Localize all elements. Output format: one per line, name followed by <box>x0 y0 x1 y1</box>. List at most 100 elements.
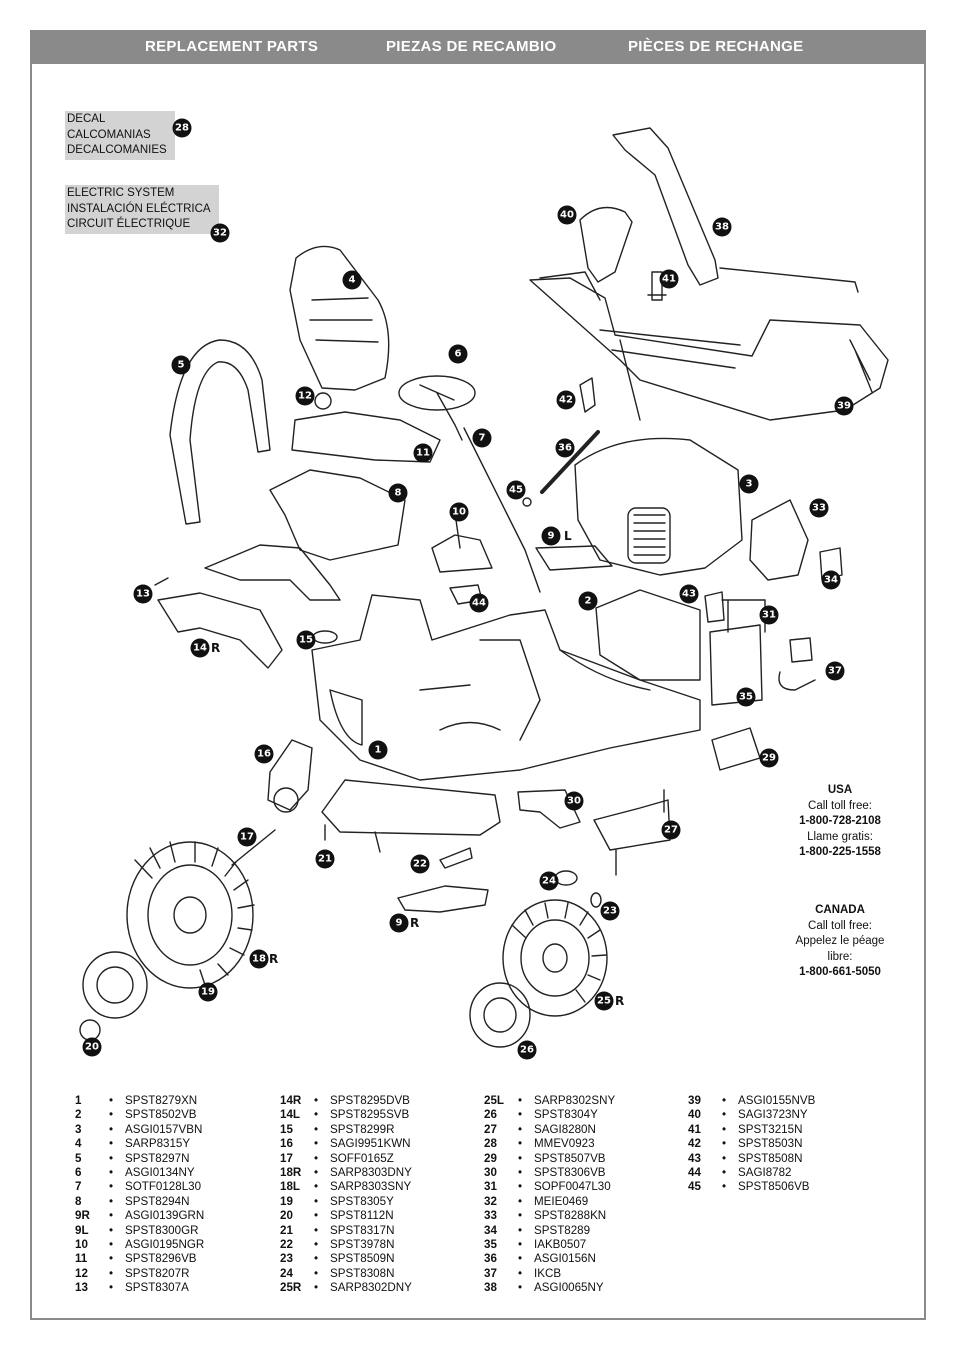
svg-text:39: 39 <box>837 401 851 412</box>
callout-40: 40 <box>557 205 577 225</box>
part-number: 35 <box>484 1238 497 1252</box>
part-3-hood <box>574 437 743 576</box>
part-number: 44 <box>688 1166 701 1180</box>
bullet: • <box>109 1166 114 1180</box>
part-19-hubcap <box>82 951 148 1019</box>
svg-text:42: 42 <box>559 395 573 406</box>
part-number: 14R <box>280 1094 302 1107</box>
part-number: 32 <box>484 1194 497 1208</box>
parts-list-row: 18L•SARP8303SNY <box>280 1180 412 1194</box>
bullet: • <box>314 1094 319 1107</box>
bullet: • <box>109 1122 114 1136</box>
bullet: • <box>722 1137 727 1151</box>
parts-list-row: 15•SPST8299R <box>280 1123 412 1137</box>
part-code: SOFF0165Z <box>330 1151 394 1165</box>
part-number: 18L <box>280 1180 300 1194</box>
callout-23: 23 <box>600 901 620 921</box>
callout-17: 17 <box>237 827 257 847</box>
bullet: • <box>109 1108 114 1122</box>
part-number: 31 <box>484 1180 497 1194</box>
bullet: • <box>314 1137 319 1151</box>
part-code: SPST8297N <box>125 1151 190 1165</box>
svg-text:12: 12 <box>298 391 312 402</box>
bullet: • <box>518 1266 523 1280</box>
bullet: • <box>109 1151 114 1165</box>
part-number: 23 <box>280 1252 293 1266</box>
parts-list-row: 24•SPST8308N <box>280 1267 412 1281</box>
electric-label-en: ELECTRIC SYSTEM <box>67 187 175 199</box>
callout-36: 36 <box>555 438 575 458</box>
bullet: • <box>314 1223 319 1237</box>
svg-text:29: 29 <box>762 753 776 764</box>
bullet: • <box>518 1151 523 1165</box>
part-code: SPST8304Y <box>534 1108 598 1122</box>
part-number: 16 <box>280 1137 293 1151</box>
part-39-trailer <box>529 277 889 421</box>
svg-text:R: R <box>211 641 220 655</box>
contact-canada: CANADA Call toll free: Appelez le péage … <box>770 903 910 981</box>
svg-text:34: 34 <box>824 575 838 586</box>
part-26-hubcap <box>469 982 531 1048</box>
svg-text:22: 22 <box>413 859 427 870</box>
part-number: 34 <box>484 1223 497 1237</box>
svg-text:R: R <box>269 952 278 966</box>
callout-1: 1 <box>368 740 388 760</box>
contact-usa-phone2: 1-800-225-1558 <box>799 846 881 858</box>
parts-list-row: 45•SPST8506VB <box>688 1180 815 1194</box>
part-code: SAGI8280N <box>534 1122 596 1136</box>
svg-text:2: 2 <box>585 596 592 607</box>
parts-list-row: 38•ASGI0065NY <box>484 1281 615 1295</box>
bullet: • <box>314 1266 319 1280</box>
bullet: • <box>518 1108 523 1122</box>
part-number: 9R <box>75 1209 90 1223</box>
callout-42: 42 <box>556 390 576 410</box>
part-code: ASGI0065NY <box>534 1281 604 1295</box>
svg-text:26: 26 <box>520 1045 534 1056</box>
callout-30: 30 <box>564 791 584 811</box>
parts-list-row: 12•SPST8207R <box>75 1267 204 1281</box>
part-number: 45 <box>688 1180 701 1194</box>
part-code: ASGI0134NY <box>125 1166 195 1180</box>
svg-text:19: 19 <box>201 987 215 998</box>
svg-text:5: 5 <box>178 360 185 371</box>
part-number: 5 <box>75 1151 82 1165</box>
electric-label-es: INSTALACIÓN ELÉCTRICA <box>67 202 211 215</box>
part-code: SARP8302SNY <box>534 1094 616 1107</box>
callout-39: 39 <box>834 396 854 416</box>
part-code: SPST3215N <box>738 1122 803 1136</box>
callout-21: 21 <box>315 849 335 869</box>
part-number: 26 <box>484 1108 497 1122</box>
bullet: • <box>518 1137 523 1151</box>
contact-usa: USA Call toll free: 1-800-728-2108 Llame… <box>770 783 910 861</box>
bullet: • <box>722 1180 727 1194</box>
part-38-handle <box>612 127 719 286</box>
part-number: 37 <box>484 1266 497 1280</box>
parts-list-row: 1•SPST8279XN <box>75 1094 204 1108</box>
part-code: SPST8295SVB <box>330 1108 410 1122</box>
part-code: SPST8299R <box>330 1122 395 1136</box>
callout-32: 32 <box>210 223 230 243</box>
callout-4: 4 <box>342 270 362 290</box>
part-number: 36 <box>484 1252 497 1266</box>
part-code: IKCB <box>534 1266 562 1280</box>
callout-11: 11 <box>413 443 433 463</box>
callout-15: 15 <box>296 630 316 650</box>
part-number: 9L <box>75 1223 89 1237</box>
contact-usa-line1: Call toll free: <box>808 799 872 812</box>
svg-text:41: 41 <box>662 274 676 285</box>
part-7-steering-column <box>463 427 541 593</box>
part-code: SOPF0047L30 <box>534 1180 611 1194</box>
part-code: SPST8207R <box>125 1266 190 1280</box>
parts-list-row: 43•SPST8508N <box>688 1152 815 1166</box>
header-title-es: PIEZAS DE RECAMBIO <box>386 38 557 55</box>
part-number: 11 <box>75 1252 88 1266</box>
callout-3: 3 <box>739 474 759 494</box>
part-number: 18R <box>280 1166 302 1180</box>
decal-label-fr: DECALCOMANIES <box>67 144 167 156</box>
callout-43: 43 <box>679 584 699 604</box>
bullet: • <box>722 1094 727 1107</box>
